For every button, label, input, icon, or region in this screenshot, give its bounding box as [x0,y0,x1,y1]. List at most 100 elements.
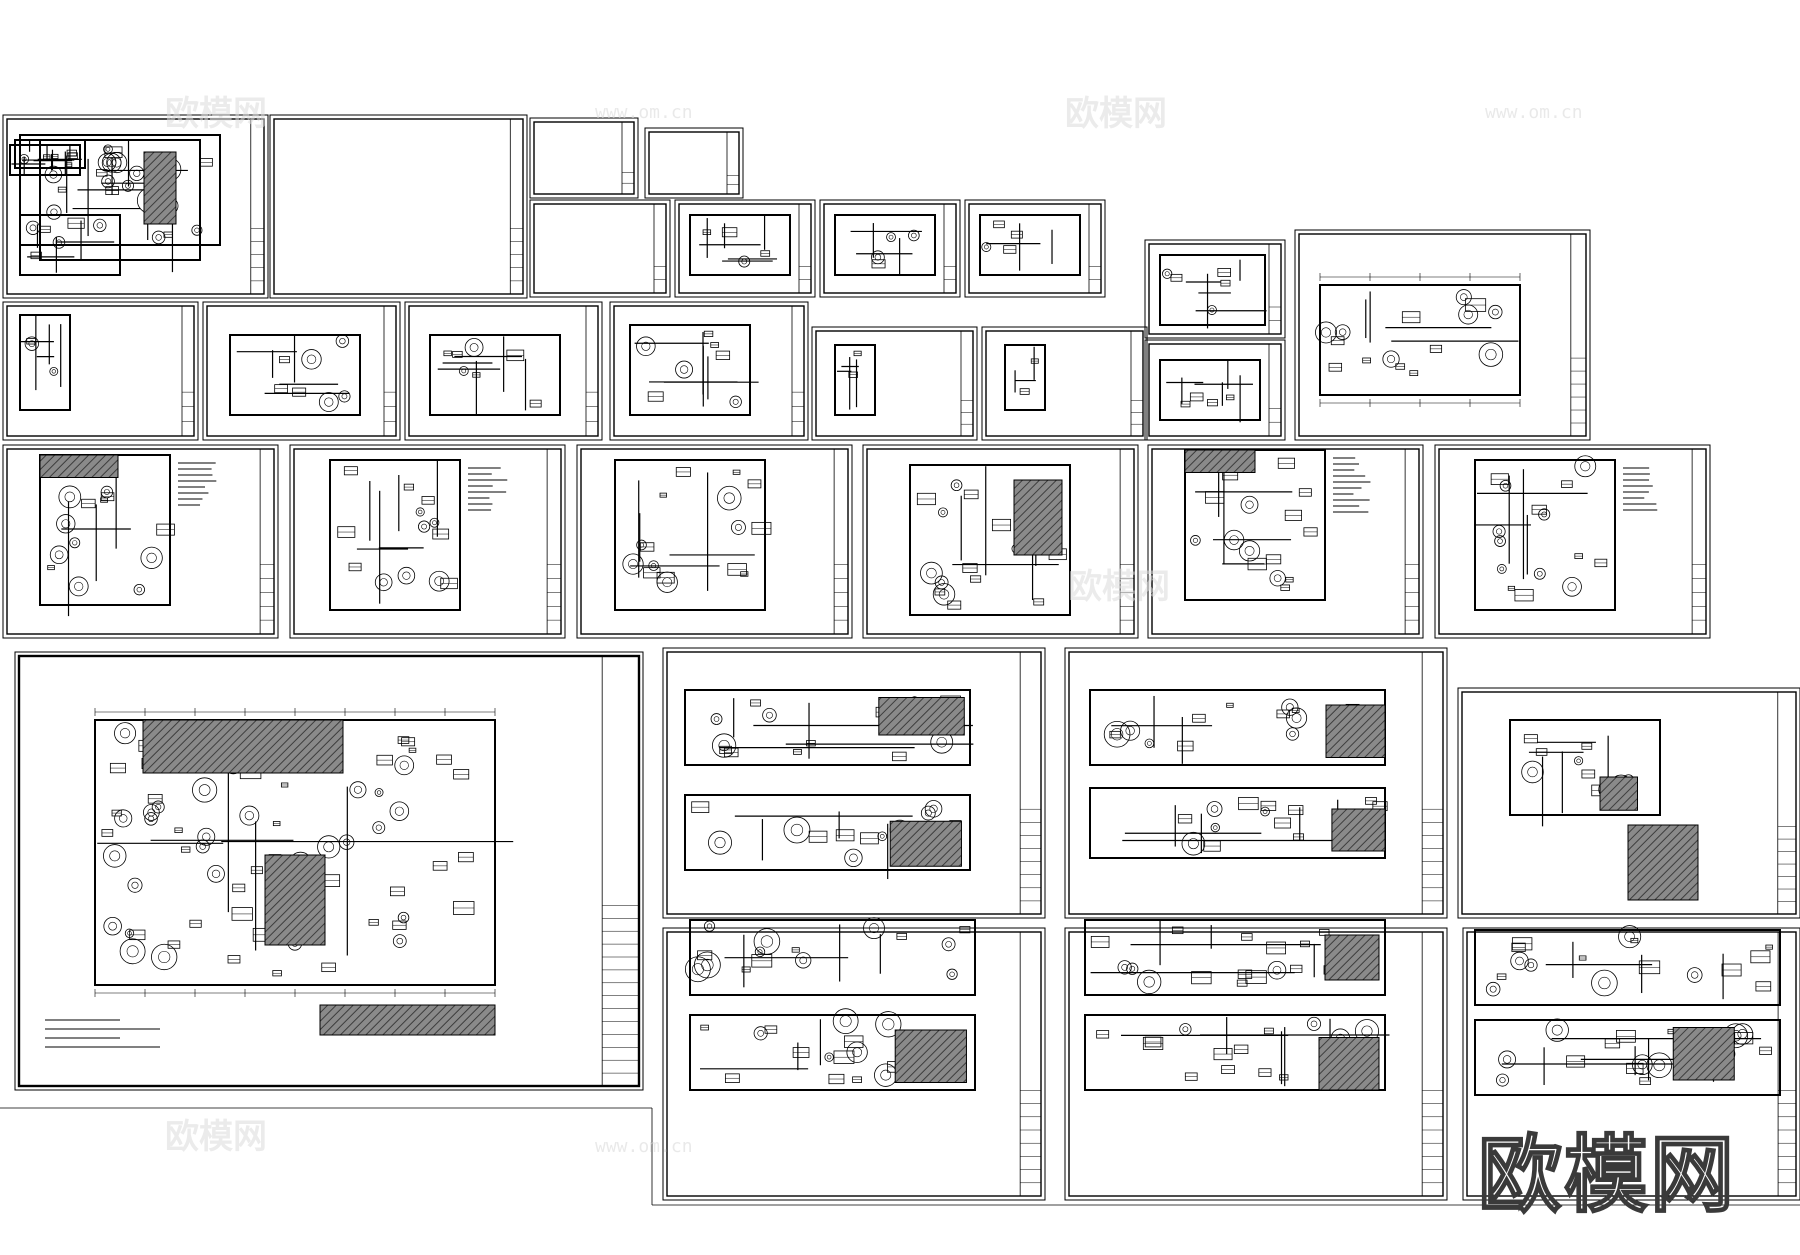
round-table [1164,271,1170,277]
round-table [21,156,27,162]
round-table [1737,1029,1748,1039]
round-table [1460,293,1468,301]
round-table [338,834,355,850]
sheet-inner-border [985,330,1144,437]
round-table [877,831,888,842]
round-table [349,781,367,799]
round-table [24,336,40,351]
round-table [1179,1023,1192,1036]
round-table [301,349,322,370]
plan-outer-wall [429,334,561,416]
round-table [119,938,146,965]
round-table [1494,535,1506,547]
round-table [74,581,84,591]
round-table [636,539,647,551]
round-table [392,934,407,948]
round-table [432,520,437,526]
round-table [1147,741,1152,746]
sheet-outer-border [1434,444,1711,639]
sheet-inner-border [866,448,1135,635]
round-table [754,946,766,958]
round-table [753,1026,768,1041]
round-table [56,239,62,246]
round-table [694,951,721,979]
round-table [926,567,937,579]
sheet-inner-border [580,448,849,635]
plan-outer-wall [834,344,876,416]
plan-outer-wall [19,214,121,276]
sheet-inner-border [1148,343,1282,437]
round-table [239,805,260,826]
round-table [701,958,714,972]
round-table [757,949,763,955]
round-table [938,579,945,586]
drawing-sheet [404,301,603,441]
sheet-inner-border [293,448,562,635]
sheet-inner-border [533,203,667,294]
round-table [1339,328,1347,336]
round-table [675,360,693,379]
drawing-sheet [269,114,528,299]
round-table [832,1008,859,1035]
round-table [192,777,218,803]
round-table [1223,529,1245,551]
round-table [434,576,444,586]
round-table [343,838,351,846]
floor-plan [909,464,1071,616]
floor-plan [1474,925,1781,1006]
round-table [1485,981,1501,997]
drawing-sheet [964,199,1106,298]
plan-outer-wall [909,464,1071,616]
round-table [372,821,386,835]
round-table [18,154,30,165]
round-table [938,507,948,518]
round-table [1478,342,1504,367]
floor-plan [1084,1014,1390,1091]
round-table [144,812,158,826]
round-table [911,232,917,239]
round-table [1653,1059,1666,1072]
round-table [1527,962,1535,969]
round-table [950,479,963,492]
round-table [97,153,117,172]
round-table [1289,730,1296,738]
round-table [111,157,122,168]
round-table [198,784,211,796]
round-table [938,589,950,600]
round-table [766,711,773,719]
round-table [1238,540,1261,562]
round-table [101,152,122,173]
drawing-sheet [1434,444,1711,639]
round-table [729,395,742,408]
round-table [1489,985,1497,993]
round-table [101,174,115,189]
round-table [103,489,110,495]
round-table [105,147,111,152]
round-table [374,788,384,797]
round-table [151,230,166,245]
round-table [1488,304,1503,320]
round-table [1551,1024,1563,1036]
sheet-outer-border [662,927,1046,1201]
round-table [882,1018,895,1031]
round-table [790,823,804,837]
round-table [936,736,947,748]
round-table [1515,956,1524,966]
round-table [880,1069,892,1081]
round-table [920,805,936,821]
round-table [1310,1020,1318,1028]
round-table [114,809,133,828]
round-table [824,1052,834,1062]
drawing-sheet [1144,239,1286,339]
round-table [69,537,81,549]
round-table [1521,760,1544,784]
sheet-outer-border [862,444,1139,639]
drawing-sheet [202,301,401,441]
round-table [1240,495,1259,514]
round-table [1387,355,1396,364]
drawing-sheet [862,444,1139,639]
plan-outer-wall [1474,929,1781,1006]
round-table [730,519,746,535]
round-table [757,1030,764,1037]
floor-plan [979,214,1081,276]
